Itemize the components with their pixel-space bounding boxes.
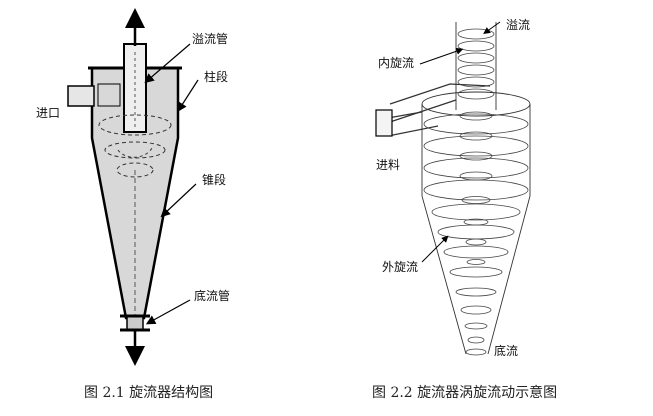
- label-inlet: 进口: [36, 106, 61, 120]
- label-inner-vortex: 内旋流: [378, 56, 415, 70]
- figure-structure: 溢流管 柱段 进口 锥段 底流管 图 2.1 旋流器结构图: [36, 8, 231, 401]
- vortex-flow-drawing: [375, 21, 531, 356]
- caption-figure-2-2: 图 2.2 旋流器涡旋流动示意图: [372, 385, 558, 401]
- label-underflow-pipe: 底流管: [194, 289, 231, 303]
- inlet-box: [67, 85, 95, 107]
- figure-vortex-flow: 溢流 内旋流 进料 外旋流 底流 图 2.2 旋流器涡旋流动示意图: [330, 0, 653, 416]
- label-overflow: 溢流: [506, 18, 531, 32]
- label-cone-section: 锥段: [202, 173, 227, 187]
- label-outer-vortex: 外旋流: [382, 260, 419, 274]
- hydrocyclone-structure-drawing: [67, 8, 199, 366]
- label-feed: 进料: [376, 158, 401, 172]
- underflow-pipe: [126, 315, 144, 331]
- label-cylinder-section: 柱段: [204, 70, 229, 84]
- label-underflow: 底流: [494, 344, 519, 358]
- caption-figure-2-1: 图 2.1 旋流器结构图: [84, 385, 214, 401]
- label-overflow-pipe: 溢流管: [192, 32, 229, 46]
